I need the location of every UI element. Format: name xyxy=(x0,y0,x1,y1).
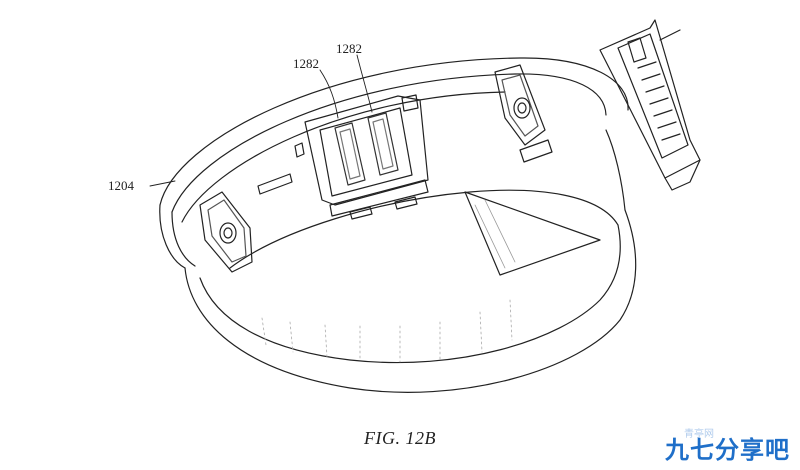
band-left-edge-inner xyxy=(171,211,196,267)
figure-caption: FIG. 12B xyxy=(364,428,436,448)
band-inner-top-rim xyxy=(171,73,607,213)
watermark-logo: 九七分享吧 xyxy=(665,430,790,464)
strap-upper-edge xyxy=(199,224,621,364)
strap-right-side xyxy=(605,129,626,211)
label-band: 1204 xyxy=(108,178,135,193)
buckle-block xyxy=(599,19,701,191)
band-thickness-line xyxy=(181,91,506,223)
band-left-edge xyxy=(159,204,186,269)
leader-1204 xyxy=(149,180,176,187)
strap-outer-bottom xyxy=(184,209,637,393)
strap-inner-edge xyxy=(229,189,619,269)
watermark-subtext: 青亭网 xyxy=(684,429,714,440)
band-slots xyxy=(257,142,305,195)
right-fastener xyxy=(494,64,553,163)
left-fastener xyxy=(199,191,253,273)
watermark-text: 九七分享吧 xyxy=(665,435,790,464)
label-connector-right: 1282 xyxy=(336,41,362,56)
leader-1282-right xyxy=(356,54,373,113)
band-outer-top-rim xyxy=(159,57,629,206)
label-connector-left: 1282 xyxy=(293,56,319,71)
central-connector xyxy=(304,94,429,220)
leader-1282-left xyxy=(319,69,339,119)
interior-wedge xyxy=(464,191,601,276)
inner-surface-hatching xyxy=(261,299,513,363)
